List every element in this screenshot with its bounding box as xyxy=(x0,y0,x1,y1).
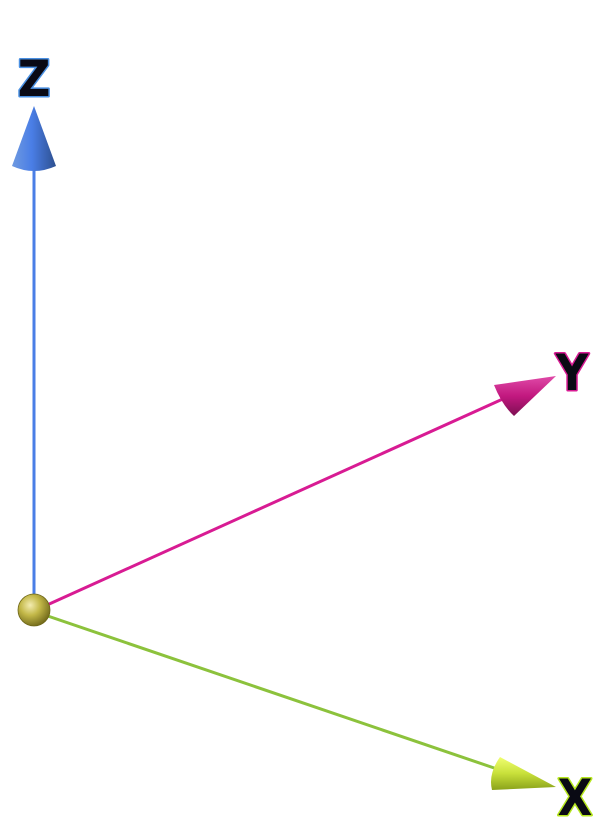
y-axis-line xyxy=(35,396,506,612)
z-axis: Z xyxy=(12,49,56,598)
x-axis-line xyxy=(35,610,501,772)
z-axis-arrowhead-icon xyxy=(12,106,56,171)
x-axis: X xyxy=(35,610,594,829)
y-axis-arrowhead-icon xyxy=(494,376,556,416)
x-axis-label: X xyxy=(558,769,593,827)
origin-sphere xyxy=(17,593,51,627)
z-axis-label: Z xyxy=(18,50,51,108)
y-axis: Y xyxy=(35,343,591,612)
x-axis-arrowhead-icon xyxy=(491,757,556,790)
y-axis-label: Y xyxy=(555,344,590,402)
